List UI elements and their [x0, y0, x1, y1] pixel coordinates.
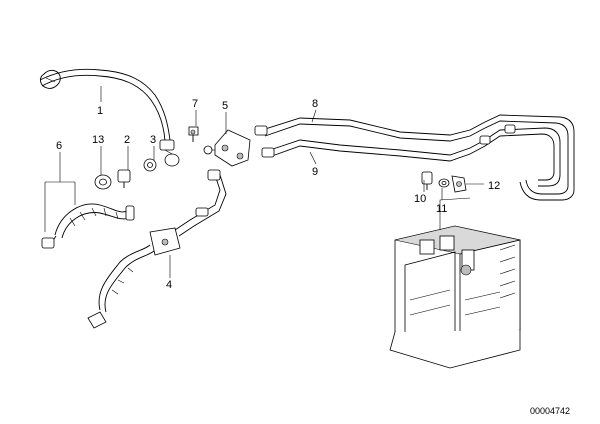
callout-5: 5 — [222, 100, 228, 112]
abs-hydraulic-unit — [389, 225, 521, 369]
callout-2: 2 — [124, 134, 130, 146]
callout-9: 9 — [312, 166, 318, 178]
brake-line-4 — [87, 169, 227, 329]
callout-8: 8 — [312, 98, 318, 110]
drawing-number: 00004742 — [530, 406, 570, 416]
fitting-13 — [94, 174, 112, 190]
callout-11: 11 — [436, 203, 447, 215]
seal-ring-3 — [143, 158, 157, 172]
leader-lines — [44, 86, 484, 278]
seal-ring-11 — [438, 175, 467, 193]
bolt-7 — [188, 126, 199, 142]
callout-6: 6 — [56, 140, 62, 152]
brake-hose-6 — [41, 203, 135, 249]
bolt-2 — [117, 169, 131, 188]
callout-4: 4 — [166, 279, 172, 291]
brake-pipes-8-9 — [254, 114, 575, 201]
callout-3: 3 — [150, 134, 156, 146]
callout-7: 7 — [192, 98, 198, 110]
callout-10: 10 — [414, 193, 426, 205]
banjo-bolt-10 — [421, 171, 433, 190]
bracket-5 — [203, 129, 251, 167]
callout-13: 13 — [92, 134, 104, 146]
callout-12: 12 — [488, 180, 500, 192]
callout-1: 1 — [97, 105, 103, 117]
brake-hose-1 — [39, 68, 180, 167]
